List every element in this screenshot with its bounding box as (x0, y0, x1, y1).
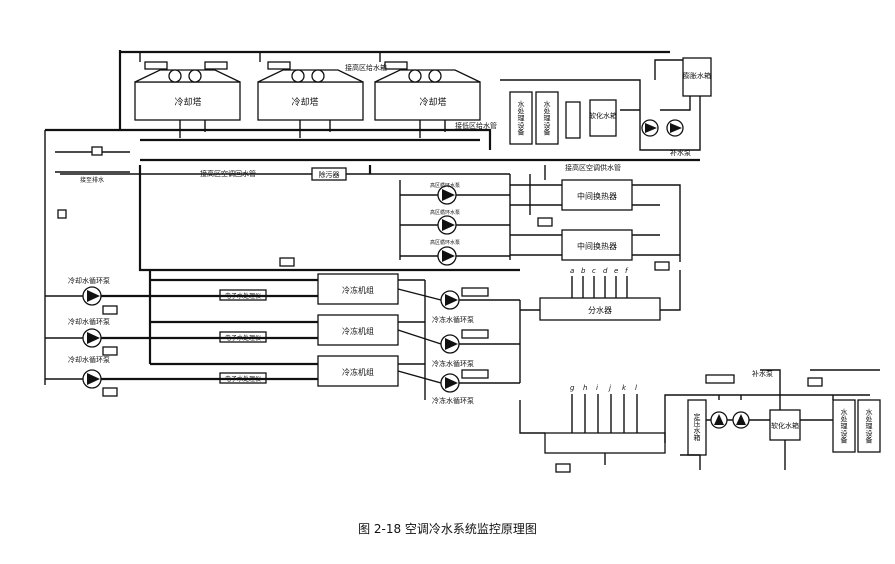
expansion-tank-label: 膨胀水箱 (683, 71, 711, 80)
supply-letter-e: e (614, 267, 618, 275)
chiller-label: 冷冻机组 (342, 367, 374, 377)
cw-pump-label: 冷却水循环泵 (68, 355, 110, 364)
soft-tank-bottom: 软化水箱 (769, 409, 801, 441)
water-treat-label: 水处理设备 (517, 100, 525, 137)
return-letter-h: h (583, 384, 587, 392)
chw-pump-label: 冷冻水循环泵 (432, 396, 474, 405)
cooling-tower-label: 冷却塔 (419, 96, 446, 108)
soft-tank-top: 软化水箱 (589, 99, 617, 137)
cooling-tower-2: 冷却塔 (257, 61, 364, 121)
supply-letters: a b c d e f (570, 267, 629, 275)
pressure-tank: 定压水箱 (687, 399, 707, 456)
expansion-tank: 膨胀水箱 (682, 57, 712, 97)
supply-letter-a: a (570, 267, 574, 275)
return-letter-k: k (622, 384, 627, 392)
hi-supply-pipe-label: 接高区空调供水管 (565, 163, 621, 172)
cooling-tower-label: 冷却塔 (174, 96, 201, 108)
supply-letter-b: b (581, 267, 586, 275)
water-treatment-top: 水处理设备 水处理设备 (509, 91, 581, 145)
chiller-3: 冷冻机组 (317, 355, 399, 387)
chiller-label: 冷冻机组 (342, 285, 374, 295)
dirt-sep-label: 除污器 (319, 170, 340, 179)
lo-makeup-pipe-label: 接低区给水管 (455, 121, 497, 130)
cw-pump-label: 冷却水循环泵 (68, 276, 110, 285)
hi-pump-label: 高区循环水泵 (430, 182, 460, 189)
caption: 图 2-18 空调冷水系统监控原理图 (358, 522, 537, 536)
chw-pump-2: 冷冻水循环泵 (432, 334, 474, 368)
water-treat-label: 水处理设备 (865, 408, 873, 445)
chw-pump-label: 冷冻水循环泵 (432, 359, 474, 368)
hi-pump-2: 高区循环水泵 (430, 209, 460, 235)
drain-label: 接至排水 (80, 176, 104, 184)
hi-pump-1: 高区循环水泵 (430, 182, 460, 205)
return-letter-j: j (608, 384, 611, 392)
chiller-1: 冷冻机组 (317, 273, 399, 305)
cw-pump-label: 冷却水循环泵 (68, 317, 110, 326)
soft-tank-label: 软化水箱 (771, 421, 799, 430)
chiller-label: 冷冻机组 (342, 326, 374, 336)
hx-label: 中间换热器 (577, 191, 617, 201)
water-treat-label: 水处理设备 (840, 408, 848, 445)
chiller-2: 冷冻机组 (317, 314, 399, 346)
hi-pump-label: 高区循环水泵 (430, 239, 460, 246)
return-letter-g: g (570, 384, 575, 392)
water-treat-label: 水处理设备 (543, 100, 551, 137)
distributor-label: 分水器 (588, 305, 612, 315)
to-hi-makeup-label: 接高区给水箱 (345, 63, 387, 72)
hi-pump-label: 高区循环水泵 (430, 209, 460, 216)
chw-pump-label: 冷冻水循环泵 (432, 315, 474, 324)
hx-label: 中间换热器 (577, 241, 617, 251)
makeup-pump-label-bottom: 补水泵 (752, 369, 773, 378)
cw-pump-3: 冷却水循环泵 (68, 355, 110, 389)
pressure-label: 定压水箱 (693, 412, 701, 442)
heat-exchanger-2: 中间换热器 (561, 229, 633, 261)
water-treatment-bottom: 水处理设备 水处理设备 (832, 399, 881, 453)
makeup-pump-label-top: 补水泵 (670, 148, 691, 157)
supply-letter-d: d (603, 267, 608, 275)
cw-pump-2: 冷却水循环泵 (68, 317, 110, 348)
cw-pump-1: 冷却水循环泵 (68, 276, 110, 306)
hi-pump-3: 高区循环水泵 (430, 239, 460, 266)
return-letter-l: l (635, 384, 637, 392)
supply-letter-f: f (625, 267, 629, 275)
chw-pump-1: 冷冻水循环泵 (432, 290, 474, 324)
supply-letter-c: c (592, 267, 596, 275)
return-letter-i: i (596, 384, 598, 392)
cooling-tower-3: 冷却塔 (374, 61, 481, 121)
return-letters: g h i j k l (570, 384, 637, 392)
cooling-tower-1: 冷却塔 (134, 61, 241, 121)
heat-exchanger-1: 中间换热器 (561, 179, 633, 211)
soft-tank-label: 软化水箱 (589, 111, 617, 120)
cooling-tower-label: 冷却塔 (291, 96, 318, 108)
distributor: 分水器 (539, 297, 661, 321)
